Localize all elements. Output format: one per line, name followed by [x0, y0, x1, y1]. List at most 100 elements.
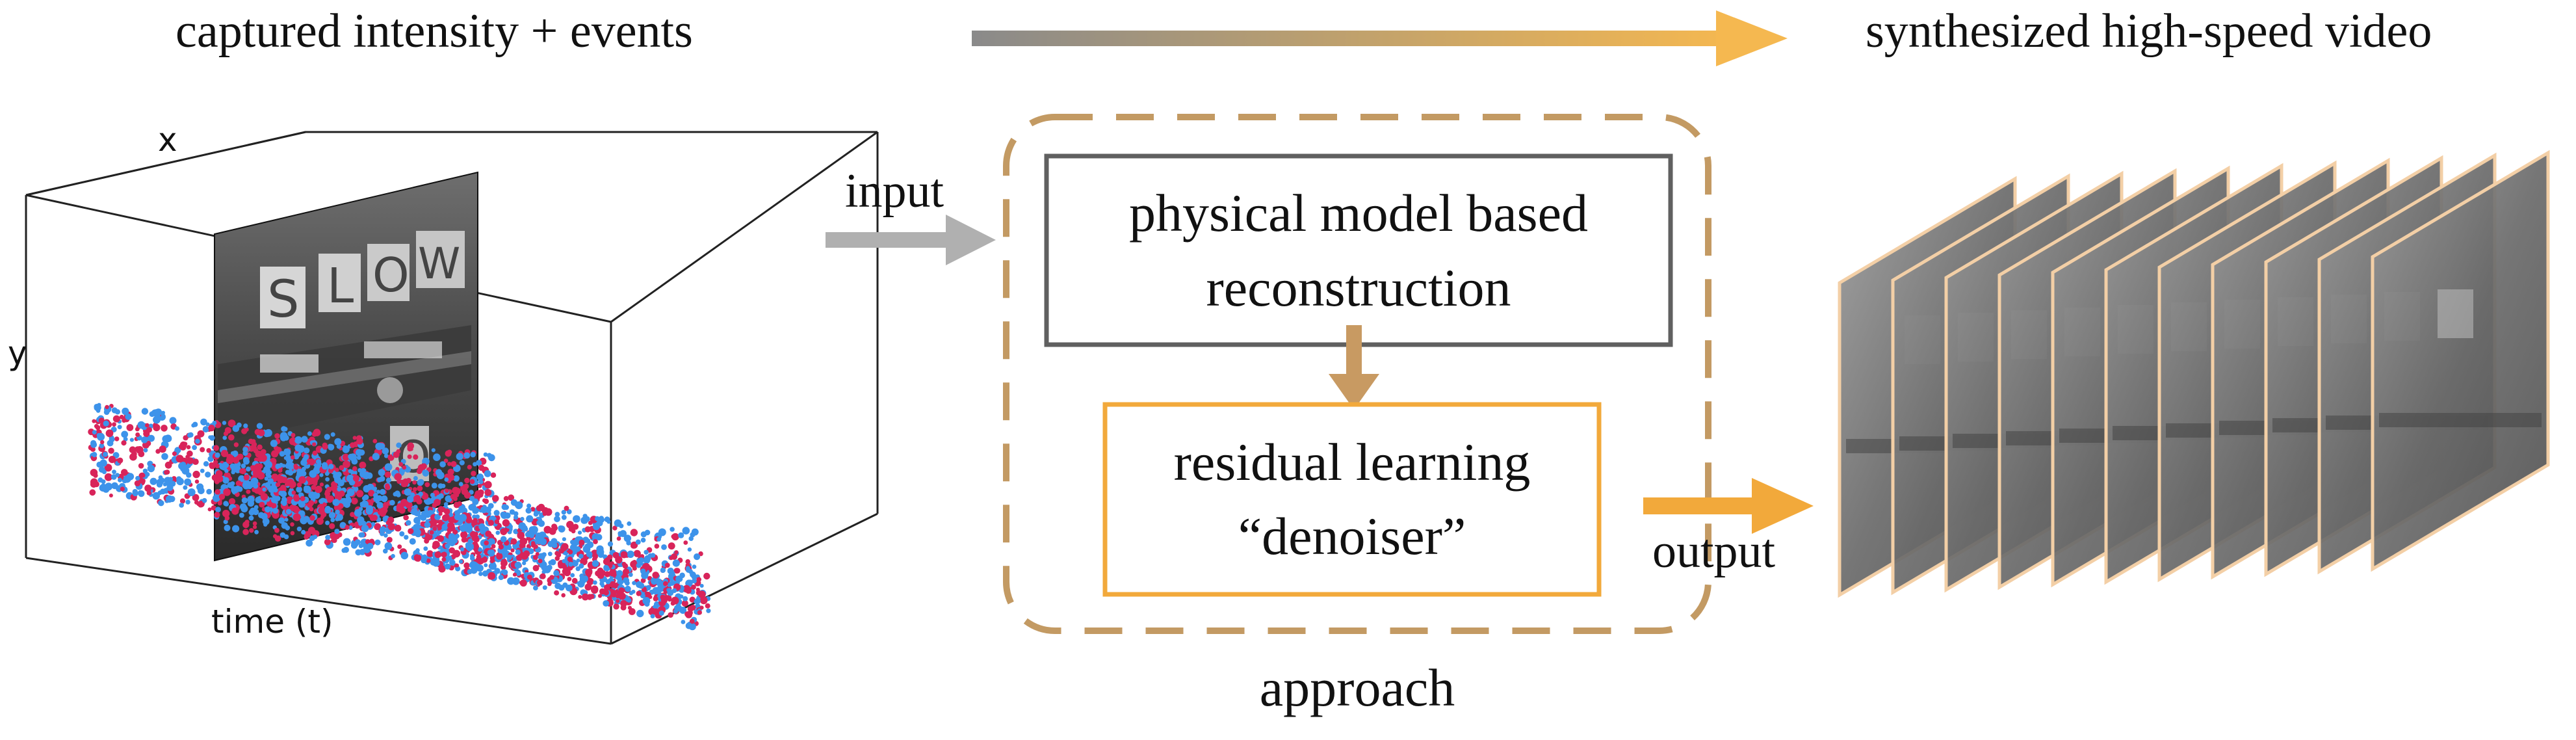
event-point: [622, 563, 629, 569]
event-point: [447, 527, 452, 533]
event-point: [228, 419, 236, 427]
event-point: [449, 547, 456, 554]
event-point: [596, 520, 603, 527]
event-point: [686, 566, 690, 570]
event-point: [214, 512, 220, 518]
event-point: [270, 503, 277, 509]
event-point: [226, 456, 234, 464]
event-point: [512, 572, 517, 577]
event-point: [123, 436, 128, 442]
event-point: [316, 517, 324, 525]
event-point: [452, 496, 458, 501]
event-point: [333, 472, 341, 480]
event-point: [636, 590, 642, 596]
event-point: [179, 498, 186, 504]
event-point: [514, 561, 522, 569]
event-point: [465, 516, 473, 523]
event-point: [671, 596, 679, 605]
event-point: [441, 557, 447, 562]
event-point: [683, 540, 688, 545]
event-point: [228, 434, 235, 441]
event-point: [202, 497, 207, 503]
event-point: [513, 511, 519, 516]
event-point: [519, 579, 527, 587]
event-point: [161, 410, 165, 415]
event-point: [192, 445, 197, 451]
event-point: [616, 599, 620, 603]
event-point: [453, 475, 460, 482]
event-point: [613, 603, 619, 610]
event-point: [448, 516, 454, 523]
event-point: [319, 482, 324, 487]
event-point: [607, 554, 613, 560]
event-point: [335, 468, 339, 472]
top-gradient-arrow: [972, 10, 1788, 66]
event-point: [561, 514, 567, 520]
event-point: [437, 535, 445, 542]
event-point: [312, 442, 317, 447]
event-point: [536, 520, 541, 525]
event-point: [242, 521, 250, 529]
event-point: [689, 618, 695, 624]
event-point: [135, 446, 141, 453]
event-point: [379, 475, 385, 482]
event-point: [416, 520, 421, 525]
event-point: [135, 427, 140, 432]
event-point: [460, 527, 465, 533]
event-point: [309, 515, 315, 521]
event-point: [458, 482, 463, 486]
event-point: [165, 436, 172, 442]
event-point: [105, 482, 113, 491]
event-point: [343, 445, 348, 450]
event-point: [379, 529, 384, 533]
event-point: [222, 436, 228, 440]
event-point: [313, 429, 321, 436]
event-point: [176, 455, 184, 463]
event-point: [265, 506, 271, 513]
event-point: [616, 574, 621, 581]
event-point: [572, 539, 579, 546]
event-point: [346, 474, 354, 482]
event-point: [153, 416, 161, 424]
event-point: [465, 512, 471, 518]
event-point: [264, 476, 269, 481]
event-point: [142, 468, 148, 473]
event-point: [229, 483, 234, 489]
event-point: [579, 539, 585, 546]
event-point: [592, 533, 600, 541]
event-point: [224, 469, 229, 473]
event-point: [423, 546, 428, 551]
event-point: [322, 442, 328, 448]
event-point: [147, 464, 155, 473]
event-point: [467, 464, 472, 470]
event-point: [491, 544, 496, 549]
event-point: [178, 462, 186, 470]
event-point: [522, 561, 527, 566]
event-point: [657, 536, 661, 542]
event-point: [584, 583, 592, 591]
event-point: [616, 536, 621, 541]
input-label: input: [845, 165, 944, 218]
event-point: [249, 528, 254, 533]
event-point: [527, 574, 532, 580]
event-point: [200, 418, 207, 426]
event-point: [135, 475, 140, 481]
event-point: [98, 417, 105, 424]
event-point: [447, 555, 452, 561]
event-point: [389, 499, 395, 506]
event-point: [498, 574, 504, 581]
event-point: [293, 464, 298, 468]
event-point: [111, 407, 118, 414]
event-point: [92, 452, 98, 458]
event-point: [699, 583, 704, 588]
event-point: [699, 605, 704, 610]
event-point: [628, 608, 636, 615]
event-point: [496, 552, 502, 559]
event-point: [238, 475, 245, 482]
event-point: [625, 585, 631, 592]
event-point: [685, 611, 693, 618]
event-point: [685, 559, 690, 564]
event-point: [108, 456, 116, 464]
event-point: [251, 439, 256, 444]
event-point: [484, 470, 491, 477]
